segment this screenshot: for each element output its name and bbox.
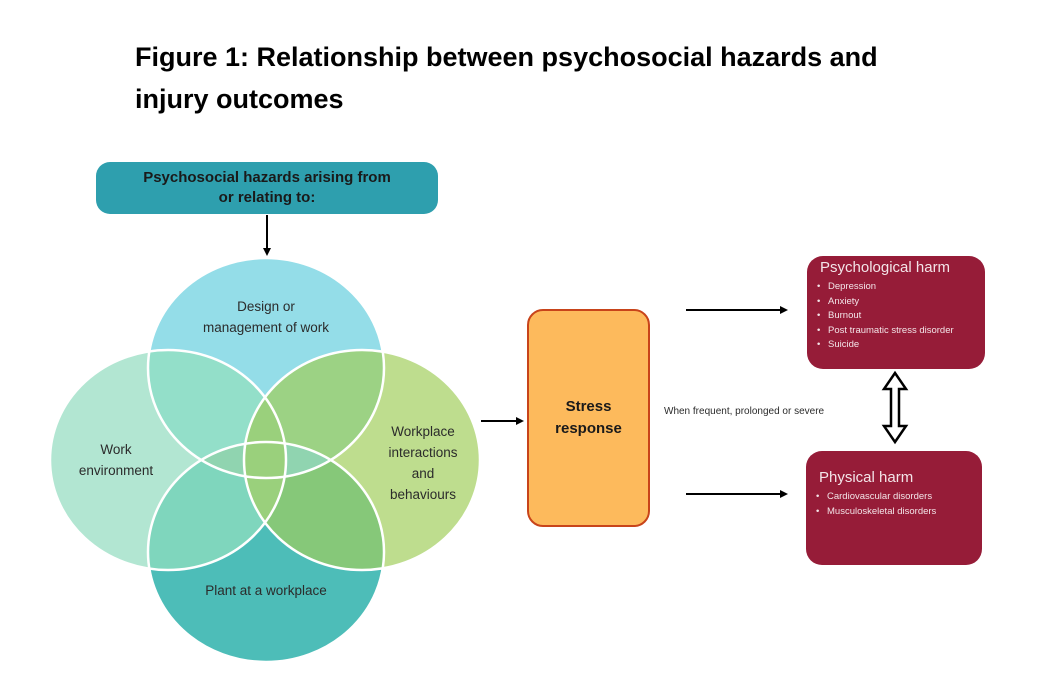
stress-line-2: response xyxy=(555,420,622,437)
venn-label-top-line-2: management of work xyxy=(202,320,330,335)
venn-outline-right xyxy=(242,348,482,572)
venn-label-left: Work environment xyxy=(56,439,176,481)
stress-response-box: Stress response xyxy=(527,309,650,527)
venn-label-top-line-1: Design or xyxy=(237,299,295,314)
bidirectional-arrow-icon xyxy=(881,370,909,445)
physical-harm-box: Physical harm Cardiovascular disorders M… xyxy=(806,451,982,565)
venn-outline-top xyxy=(146,256,386,480)
list-item: Post traumatic stress disorder xyxy=(817,324,985,339)
figure-title: Figure 1: Relationship between psychosoc… xyxy=(135,42,878,114)
venn-outline-left xyxy=(48,348,288,572)
list-item: Anxiety xyxy=(817,295,985,310)
list-item: Depression xyxy=(817,280,985,295)
hazards-header-line-2: or relating to: xyxy=(218,189,316,206)
list-item: Cardiovascular disorders xyxy=(816,490,982,505)
venn-label-left-line-2: environment xyxy=(78,463,154,478)
condition-label: When frequent, prolonged or severe xyxy=(664,406,825,417)
stress-line-1: Stress xyxy=(565,398,612,415)
venn-outline-bottom xyxy=(146,440,386,664)
venn-label-bottom: Plant at a workplace xyxy=(176,580,356,601)
venn-label-right: Workplace interactions and behaviours xyxy=(368,421,478,505)
psychological-harm-box: Psychological harm Depression Anxiety Bu… xyxy=(807,256,985,369)
venn-label-bottom-line-1: Plant at a workplace xyxy=(205,583,327,598)
physical-harm-title: Physical harm xyxy=(819,469,914,486)
venn-label-right-line-1: Workplace xyxy=(391,424,455,439)
list-item: Burnout xyxy=(817,309,985,324)
venn-label-right-line-4: behaviours xyxy=(389,487,457,502)
psychological-harm-title: Psychological harm xyxy=(820,259,951,276)
physical-harm-list: Cardiovascular disorders Musculoskeletal… xyxy=(806,490,982,519)
venn-label-top: Design or management of work xyxy=(176,296,356,338)
psychological-harm-list: Depression Anxiety Burnout Post traumati… xyxy=(807,280,985,353)
hazards-header-line-1: Psychosocial hazards arising from xyxy=(143,169,391,186)
venn-label-left-line-1: Work xyxy=(100,442,132,457)
venn-label-right-line-3: and xyxy=(411,466,435,481)
list-item: Musculoskeletal disorders xyxy=(816,505,982,520)
venn-diagram xyxy=(48,256,482,664)
hazards-header-box: Psychosocial hazards arising from or rel… xyxy=(96,162,438,214)
list-item: Suicide xyxy=(817,338,985,353)
venn-label-right-line-2: interactions xyxy=(388,445,458,460)
